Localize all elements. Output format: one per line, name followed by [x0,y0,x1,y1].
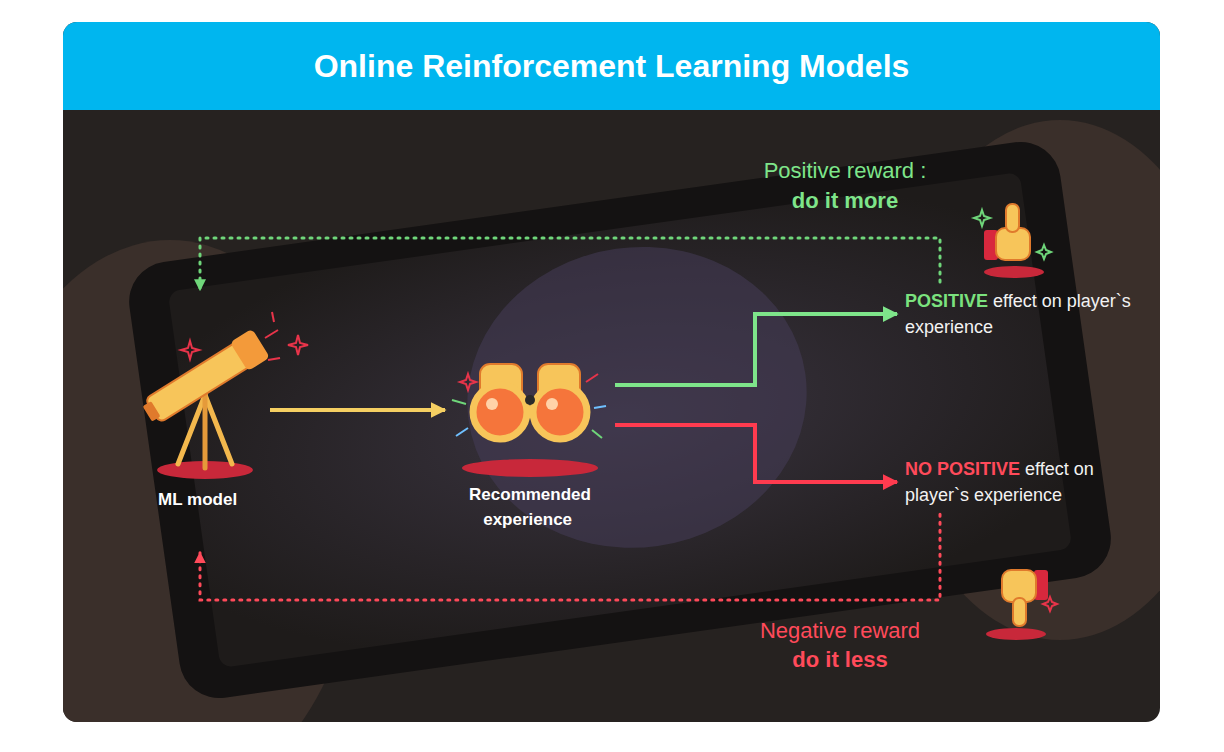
spark-line [265,330,278,338]
reward-label: Positive reward : [685,158,1005,184]
icon-shadow [986,628,1046,640]
reward-action: do it less [680,647,1000,673]
card [63,22,1160,722]
experience-node: Recommended experience [445,345,615,540]
spark-line [268,358,280,360]
phone-screen [168,172,1073,668]
telescope-icon [138,312,308,479]
icon-shadow [462,459,598,477]
screen-art [448,225,826,569]
binoculars-icon [452,364,606,477]
spark-line [272,312,274,322]
lens-shine [546,398,558,410]
title-bar [63,22,1160,110]
lens [473,385,527,439]
tripod-leg [205,395,232,464]
sparkle [288,335,308,355]
node-text: ML model [158,490,237,509]
thumb-up-icon [974,204,1051,278]
telescope-tube [138,329,270,429]
spark-line [594,406,606,408]
thumb [1013,598,1026,626]
reward-action: do it more [685,188,1005,214]
node-text: POSITIVE [905,291,988,311]
tube-end [230,329,270,372]
outcome-node: POSITIVEeffect on player`s experience [897,282,1147,346]
model-node: ML model [130,290,270,553]
spark-line [592,430,602,438]
sparkle [460,374,476,390]
spark-line [586,374,598,382]
thumb-down-icon [986,570,1057,640]
tripod-leg [203,395,208,468]
title-text: Online Reinforcement Learning Models [63,22,1160,110]
lens [533,385,587,439]
phone [124,137,1116,704]
sparkle [974,210,990,226]
node-text: NO POSITIVE [905,459,1020,479]
spark-line [456,428,468,436]
bridge [525,395,535,405]
sparkle [181,341,199,359]
positive-path [615,314,897,385]
negative-path [615,425,897,482]
lens-shine [486,398,498,410]
sparkle [1037,245,1051,259]
spark-line [452,400,466,404]
eyepiece [143,401,161,422]
outcome-node: NO POSITIVEeffect on player`s experience [897,450,1147,514]
thumb [1006,204,1019,232]
phone-body [124,137,1116,704]
icon-shadow [984,266,1044,278]
flow-arrow [270,408,445,412]
reward-loop [200,238,940,290]
reward-label: Negative reward [680,618,1000,644]
sparkle [1043,597,1057,611]
node-text: Recommended experience [469,485,591,529]
